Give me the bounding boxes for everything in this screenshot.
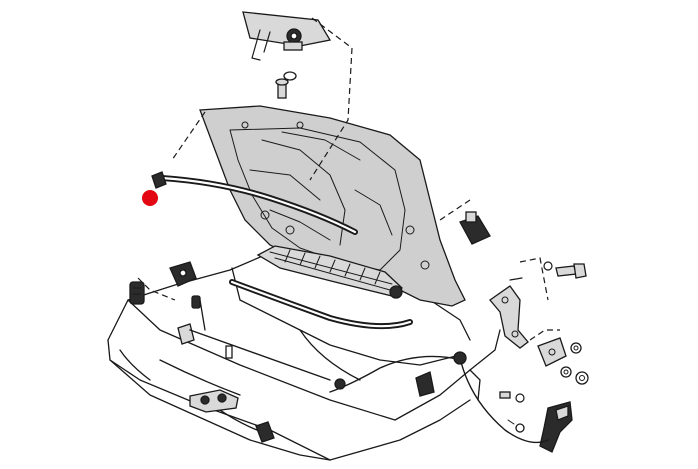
hood-panel[interactable] bbox=[199, 105, 466, 307]
support-rod-clip[interactable] bbox=[177, 323, 195, 345]
cable-clamp[interactable] bbox=[415, 371, 435, 397]
latch-bolt[interactable] bbox=[275, 78, 289, 99]
release-clip[interactable] bbox=[499, 391, 525, 403]
release-screw[interactable] bbox=[507, 419, 525, 433]
small-buffer[interactable] bbox=[191, 295, 201, 309]
hinge-nut-3[interactable] bbox=[575, 371, 589, 385]
cowl-grille-panel[interactable] bbox=[229, 245, 413, 330]
hood-seal-strip[interactable] bbox=[151, 171, 358, 235]
hood-release-handle[interactable] bbox=[539, 401, 573, 453]
rod-grommet[interactable] bbox=[334, 378, 346, 390]
grommet-right[interactable] bbox=[389, 285, 403, 299]
hood-latch-bracket[interactable] bbox=[242, 11, 332, 61]
leader-hinge-nuts bbox=[529, 329, 560, 341]
hinge-nut-1[interactable] bbox=[570, 342, 582, 354]
latch-washer[interactable] bbox=[283, 71, 297, 81]
hinge-bolt[interactable] bbox=[543, 261, 587, 279]
lock-bracket[interactable] bbox=[255, 421, 275, 443]
cable-grommet[interactable] bbox=[453, 351, 467, 365]
car-body-outline bbox=[107, 254, 501, 461]
support-rod[interactable] bbox=[189, 329, 331, 381]
rubber-buffer-left[interactable] bbox=[129, 281, 145, 305]
leader-left-buffers bbox=[137, 277, 176, 301]
leader-bump-stop bbox=[439, 199, 471, 221]
leader-hinge bbox=[519, 257, 549, 301]
hinge-nut-2[interactable] bbox=[560, 366, 572, 378]
rod-pin[interactable] bbox=[225, 345, 233, 359]
buffer-mount-left[interactable] bbox=[169, 261, 197, 287]
leader-seal bbox=[171, 111, 206, 161]
hood-bump-stop[interactable] bbox=[459, 211, 491, 245]
red-circle-marker-icon[interactable] bbox=[142, 190, 158, 206]
hinge-bracket[interactable] bbox=[537, 337, 567, 367]
hood-lock-assembly[interactable] bbox=[189, 389, 239, 413]
hood-hinge[interactable] bbox=[489, 277, 529, 349]
leader-latch bbox=[309, 17, 353, 181]
